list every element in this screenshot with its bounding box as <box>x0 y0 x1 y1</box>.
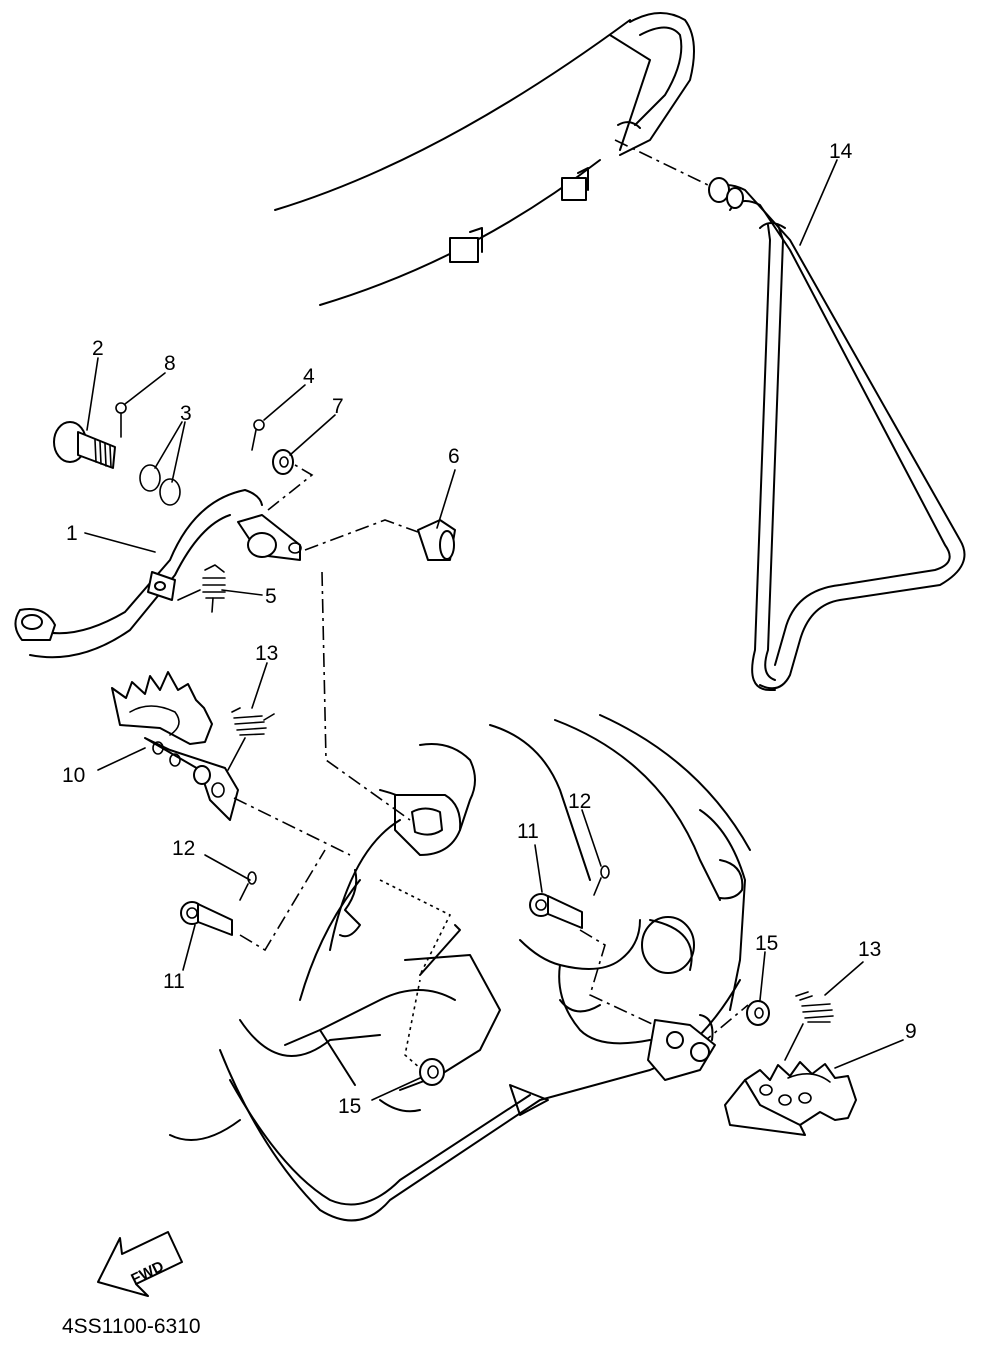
callout-5: 5 <box>265 585 277 608</box>
callout-13-left: 13 <box>255 642 278 665</box>
callout-12-left: 12 <box>172 837 195 860</box>
callout-labels: 1 2 3 4 5 6 7 8 9 10 11 11 12 12 13 13 1… <box>62 140 917 1118</box>
pin-right-part-11 <box>529 893 583 929</box>
pin-left-part-11 <box>180 901 233 936</box>
o-ring-part-3 <box>139 464 181 506</box>
spring-left-part-13 <box>227 707 275 771</box>
washer-right-part-15 <box>746 1000 770 1026</box>
callout-8: 8 <box>164 352 176 375</box>
pin-part-6 <box>417 519 456 561</box>
callout-12-right: 12 <box>568 790 591 813</box>
cotter-right-part-12 <box>593 865 610 896</box>
cotter-pin-part-4 <box>251 419 265 451</box>
callout-11-right: 11 <box>517 820 539 843</box>
pivot-bolt-part-2 <box>53 421 116 469</box>
callout-1: 1 <box>66 522 78 545</box>
brake-pedal-part-1 <box>14 464 419 659</box>
callout-6: 6 <box>448 445 460 468</box>
washer-lower-part-15 <box>419 1058 445 1086</box>
spring-right-part-13 <box>784 991 834 1061</box>
callout-7: 7 <box>332 395 344 418</box>
callout-2: 2 <box>92 337 104 360</box>
frame-outline <box>274 12 695 306</box>
callout-15-right: 15 <box>755 932 778 955</box>
callout-10: 10 <box>62 764 85 787</box>
assembly-leaders <box>233 571 749 1076</box>
callout-3: 3 <box>180 402 192 425</box>
washer-part-7 <box>272 449 294 475</box>
footrest-right-part-9 <box>724 1061 857 1136</box>
callout-14: 14 <box>829 140 853 163</box>
callout-leaders <box>84 159 904 1101</box>
cotter-pin-part-8 <box>115 402 127 438</box>
footrest-left-part-10 <box>111 671 239 821</box>
callout-9: 9 <box>905 1020 917 1043</box>
engine-outline <box>169 714 751 1222</box>
callout-4: 4 <box>303 365 315 388</box>
spring-part-5 <box>177 564 226 613</box>
diagram-part-code: 4SS1100-6310 <box>62 1315 201 1338</box>
stand-part-14 <box>614 139 966 691</box>
callout-11-left: 11 <box>163 970 185 993</box>
forward-arrow-icon: FWD <box>97 1231 183 1297</box>
callout-13-right: 13 <box>858 938 881 961</box>
callout-15-lower: 15 <box>338 1095 361 1118</box>
bracket-right <box>647 1014 716 1081</box>
